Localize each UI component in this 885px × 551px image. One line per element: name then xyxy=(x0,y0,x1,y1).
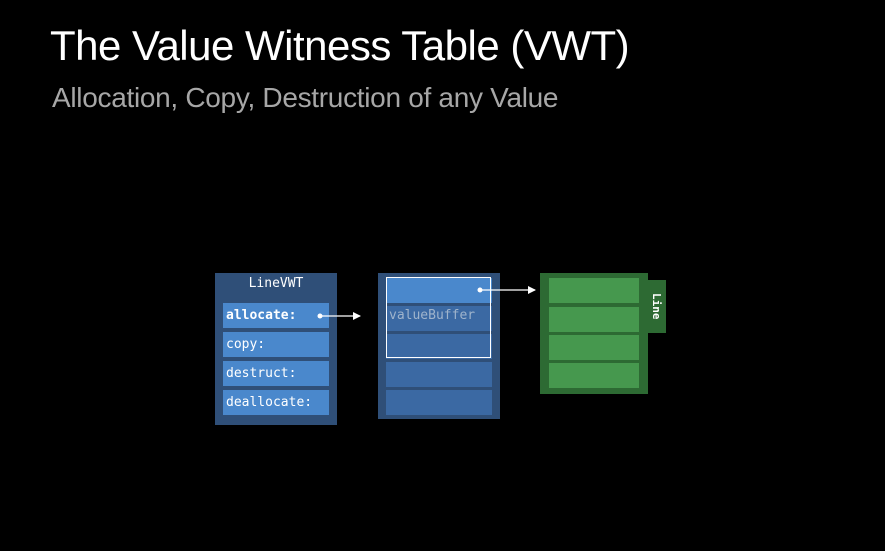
container-cell-3 xyxy=(386,334,492,359)
line-cell-2 xyxy=(549,307,639,332)
slide-subtitle: Allocation, Copy, Destruction of any Val… xyxy=(52,82,559,113)
line-tab-label: Line xyxy=(650,293,663,320)
slide-title: The Value Witness Table (VWT) xyxy=(50,22,630,69)
vwt-row-allocate: allocate: xyxy=(223,303,329,328)
line-cell-3 xyxy=(549,335,639,360)
container-cell-1 xyxy=(386,278,492,303)
line-cell-4 xyxy=(549,363,639,388)
vwt-header: LineVWT xyxy=(248,276,304,291)
value-buffer-outline xyxy=(386,277,491,358)
vwt-row-copy: copy: xyxy=(223,332,329,357)
vwt-row-deallocate: deallocate: xyxy=(223,390,329,415)
line-heap-box xyxy=(540,273,648,394)
value-buffer-label: valueBuffer xyxy=(389,308,476,323)
line-vwt-table: LineVWT allocate: copy: destruct: deallo… xyxy=(215,273,337,425)
container-cell-5 xyxy=(386,390,492,415)
container-cell-2 xyxy=(386,306,492,331)
existential-container xyxy=(378,273,500,419)
line-cell-1 xyxy=(549,278,639,303)
vwt-row-destruct: destruct: xyxy=(223,361,329,386)
line-tab xyxy=(647,280,666,333)
container-cell-4 xyxy=(386,362,492,387)
